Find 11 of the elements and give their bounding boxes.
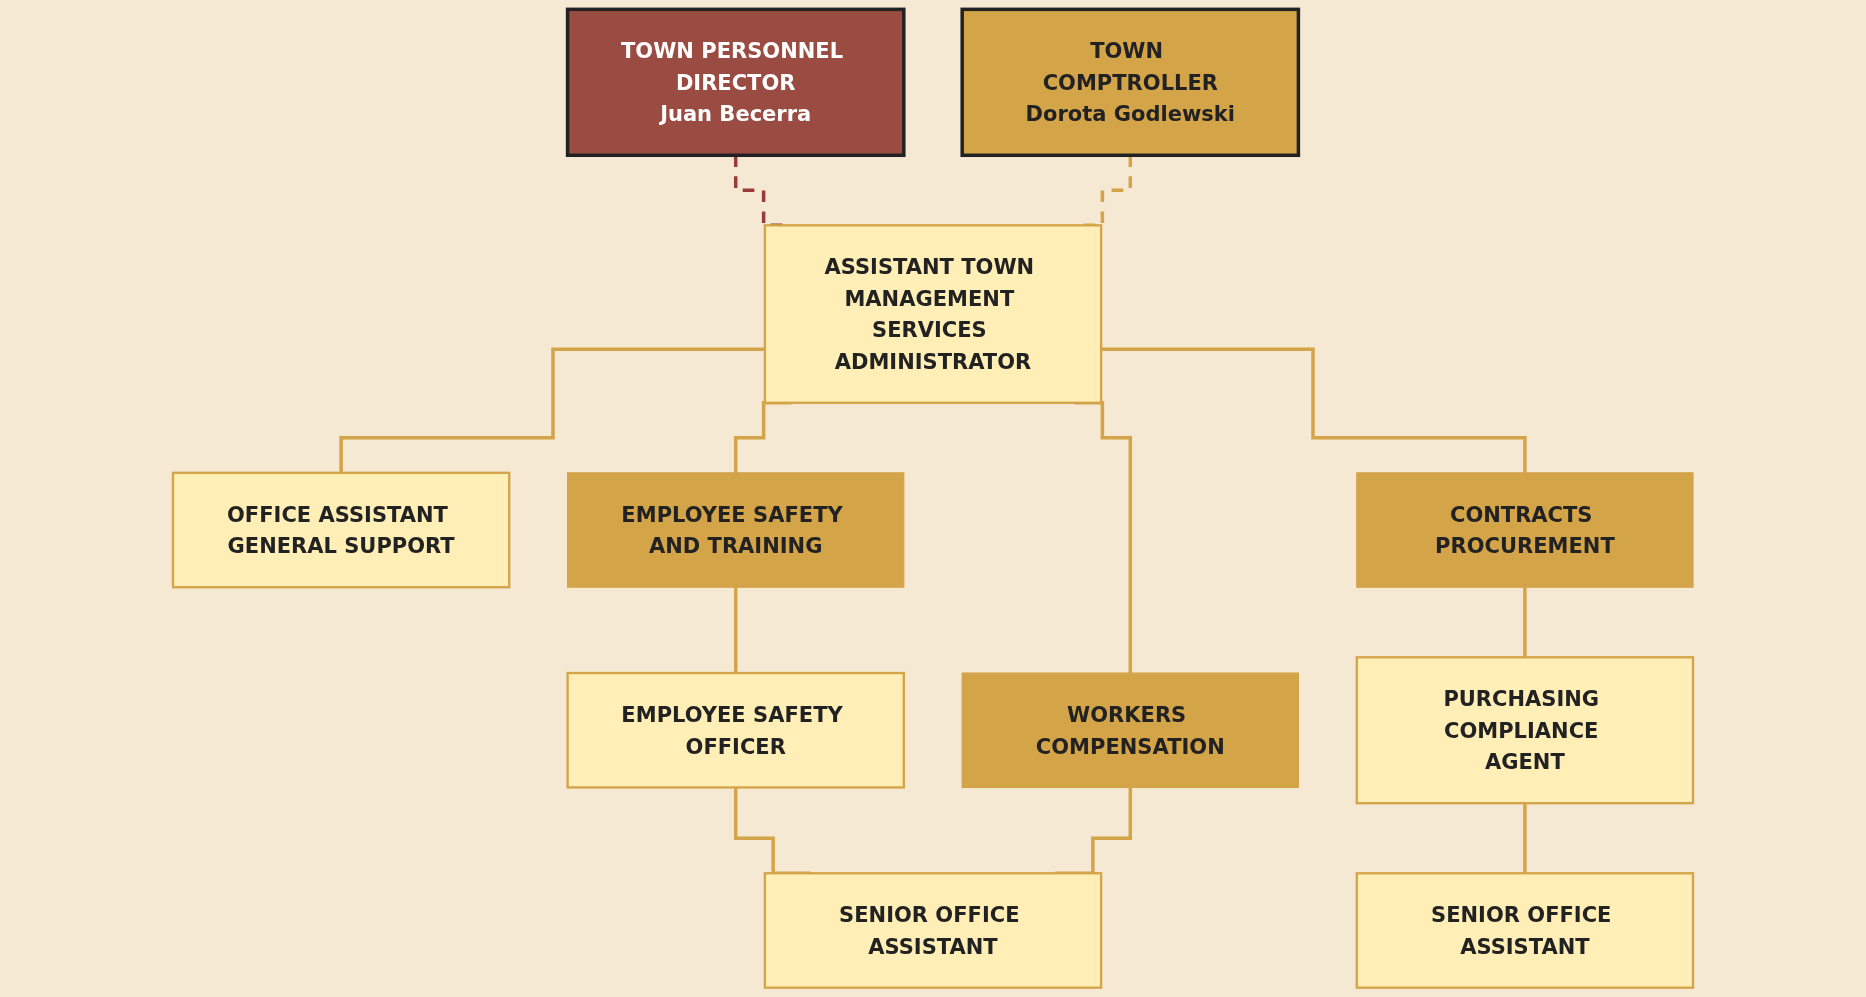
node-box: EMPLOYEE SAFETY AND TRAINING bbox=[567, 472, 905, 588]
node-box: CONTRACTS PROCUREMENT bbox=[1356, 472, 1694, 588]
node-box: EMPLOYEE SAFETY OFFICER bbox=[566, 671, 905, 789]
node-box: TOWN PERSONNEL DIRECTOR Juan Becerra bbox=[565, 7, 906, 157]
node-box: WORKERS COMPENSATION bbox=[961, 672, 1299, 789]
node-box: SENIOR OFFICE ASSISTANT bbox=[763, 872, 1103, 989]
node-box: SENIOR OFFICE ASSISTANT bbox=[1355, 872, 1695, 989]
node-box: TOWN COMPTROLLER Dorota Godlewski bbox=[960, 7, 1301, 157]
node-box: ASSISTANT TOWN MANAGEMENT SERVICES ADMINISTRATOR bbox=[763, 224, 1103, 404]
node-box: PURCHASING COMPLIANCE AGENT bbox=[1355, 656, 1695, 805]
node-box: OFFICE ASSISTANT GENERAL SUPPORT bbox=[171, 471, 511, 589]
